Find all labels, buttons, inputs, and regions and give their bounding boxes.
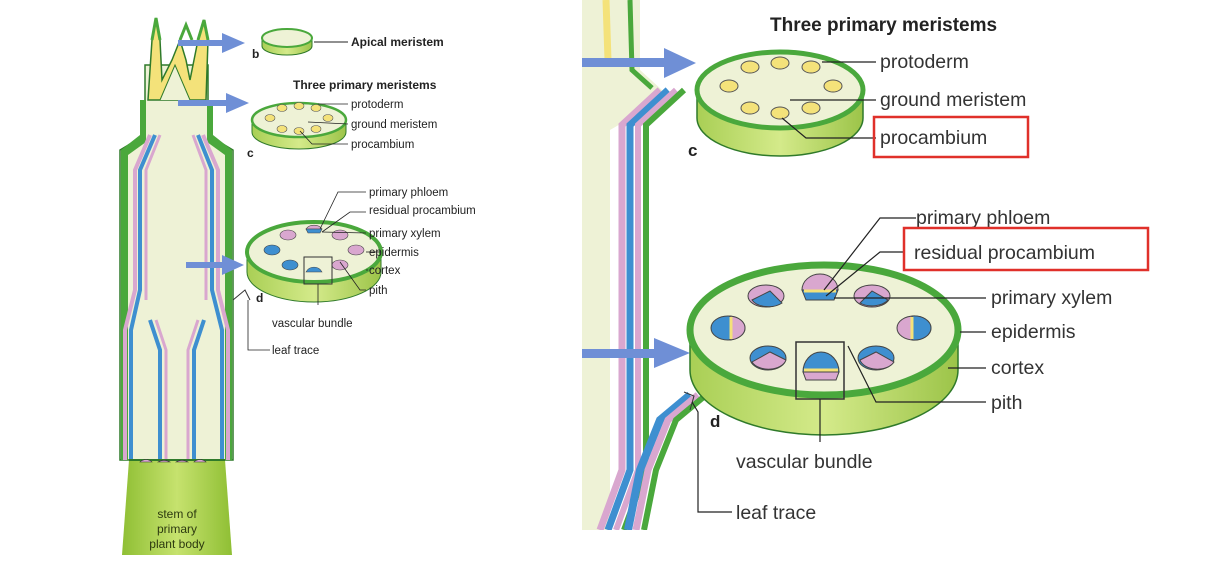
label-cortex-small: cortex — [369, 265, 401, 277]
label-residual-procambium-large: residual procambium — [914, 242, 1095, 264]
arrow-icon — [222, 255, 244, 275]
label-leaf-trace-small: leaf trace — [272, 345, 319, 357]
label-ground-meristem-large: ground meristem — [880, 89, 1026, 111]
label-procambium-small: procambium — [351, 139, 414, 151]
stem-label-line-1: stem of — [157, 507, 197, 521]
label-pith-small: pith — [369, 285, 388, 297]
three-meristems-header-large: Three primary meristems — [770, 15, 997, 36]
label-epidermis-small: epidermis — [369, 247, 419, 259]
apical-meristem-label: Apical meristem — [351, 35, 444, 49]
disk-apical-meristem: Apical meristem b — [252, 28, 444, 61]
left-arrows — [178, 33, 249, 275]
label-primary-xylem-small: primary xylem — [369, 228, 441, 240]
label-epidermis-large: epidermis — [991, 321, 1076, 343]
three-meristems-header-small: Three primary meristems — [293, 78, 437, 92]
left-panel: stem of primary plant body Apical merist… — [119, 17, 476, 555]
tag-d-large: d — [710, 412, 720, 431]
label-primary-phloem-small: primary phloem — [369, 187, 448, 199]
tag-c-large: c — [688, 141, 697, 160]
disk-c-small: Three primary meristems protoderm ground… — [247, 78, 437, 160]
stem-label-line-2: primary — [157, 522, 197, 536]
arrow-icon — [222, 33, 245, 53]
label-cortex-large: cortex — [991, 357, 1044, 379]
stem-column: stem of primary plant body — [119, 17, 251, 555]
label-procambium-large: procambium — [880, 127, 987, 149]
disk-c-large: Three primary meristems protoderm ground… — [688, 15, 1030, 160]
arrow-icon — [664, 48, 696, 78]
tag-d-small: d — [256, 291, 263, 305]
highlight-box-procambium — [872, 115, 1030, 159]
disk-d-small: primary phloem residual procambium prima… — [245, 187, 476, 357]
label-primary-phloem-large: primary phloem — [916, 207, 1050, 229]
label-vascular-bundle-large: vascular bundle — [736, 451, 873, 473]
highlight-box-residual-procambium — [902, 226, 1150, 272]
tag-b: b — [252, 47, 259, 61]
label-protoderm-large: protoderm — [880, 51, 969, 73]
arrow-icon — [226, 93, 249, 113]
tag-c-small: c — [247, 146, 254, 160]
label-vascular-bundle-small: vascular bundle — [272, 318, 353, 330]
arrow-icon — [654, 338, 690, 368]
label-ground-meristem-small: ground meristem — [351, 119, 437, 131]
label-pith-large: pith — [991, 392, 1022, 414]
label-residual-procambium-small: residual procambium — [369, 205, 476, 217]
stem-label-line-3: plant body — [149, 537, 204, 551]
label-primary-xylem-large: primary xylem — [991, 287, 1112, 309]
right-panel: Three primary meristems protoderm ground… — [582, 0, 1150, 530]
label-leaf-trace-large: leaf trace — [736, 502, 816, 524]
label-protoderm-small: protoderm — [351, 99, 403, 111]
disk-d-large: primary phloem residual procambium prima… — [686, 207, 1150, 524]
